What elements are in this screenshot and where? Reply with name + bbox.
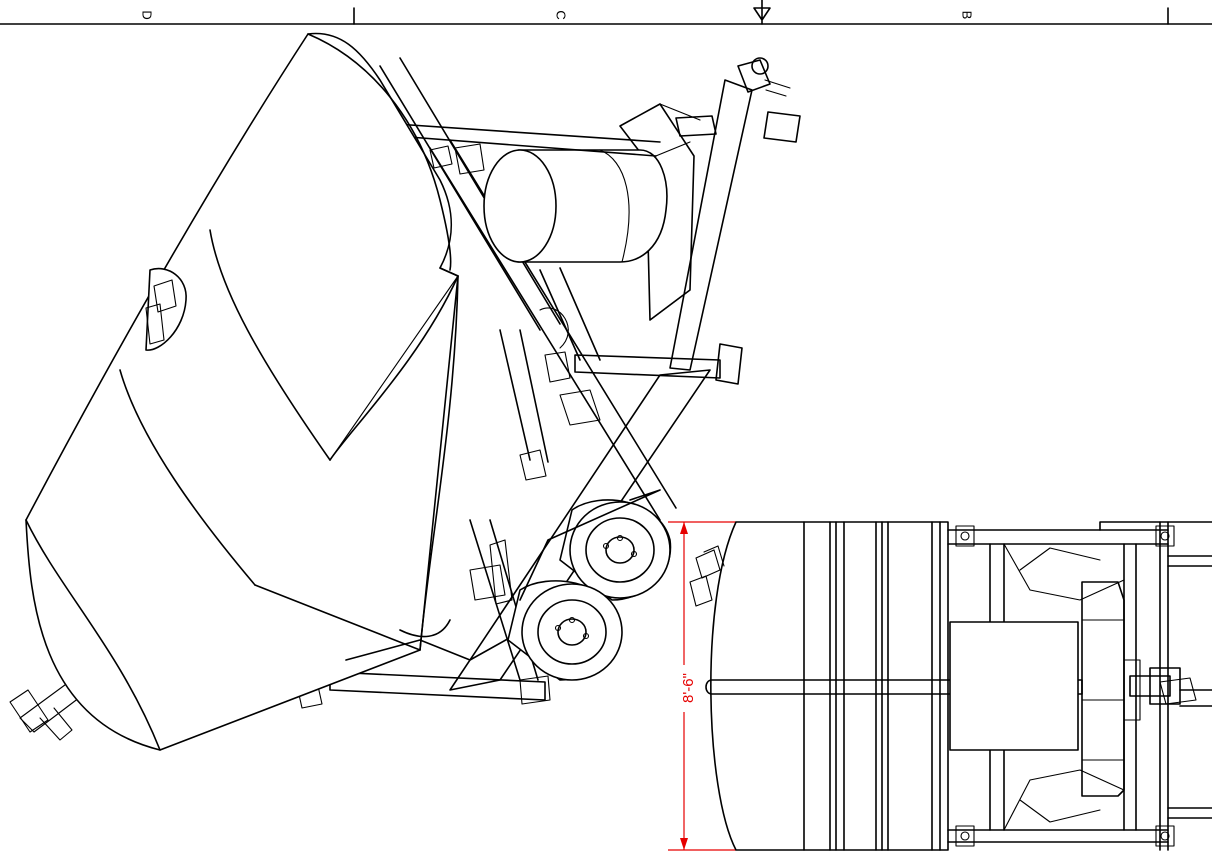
wheel-rear [559,499,672,601]
top-hitch [1129,667,1212,707]
isometric-view [9,32,801,751]
width-dimension-label: 8'-6" [680,673,697,703]
sheet-border [0,0,1212,25]
top-drum [949,581,1141,797]
top-view: 8'-6" [668,521,1212,851]
lower-brace [345,619,521,661]
frame-fittings [297,143,601,709]
top-tank [710,521,949,851]
wheel-front [507,580,623,681]
zone-label-b: B [960,11,975,20]
tank-body [25,32,459,751]
fender-arc [519,489,661,601]
jack-stand [675,57,801,385]
width-dimension [668,521,736,851]
top-fittings [955,525,1175,847]
zone-label-d: D [140,10,155,19]
zone-label-c: C [554,10,569,19]
tank-hatch [145,267,187,351]
drum-cylinder [483,149,668,263]
center-arrow-icon [753,0,771,25]
top-hatch [689,545,725,607]
